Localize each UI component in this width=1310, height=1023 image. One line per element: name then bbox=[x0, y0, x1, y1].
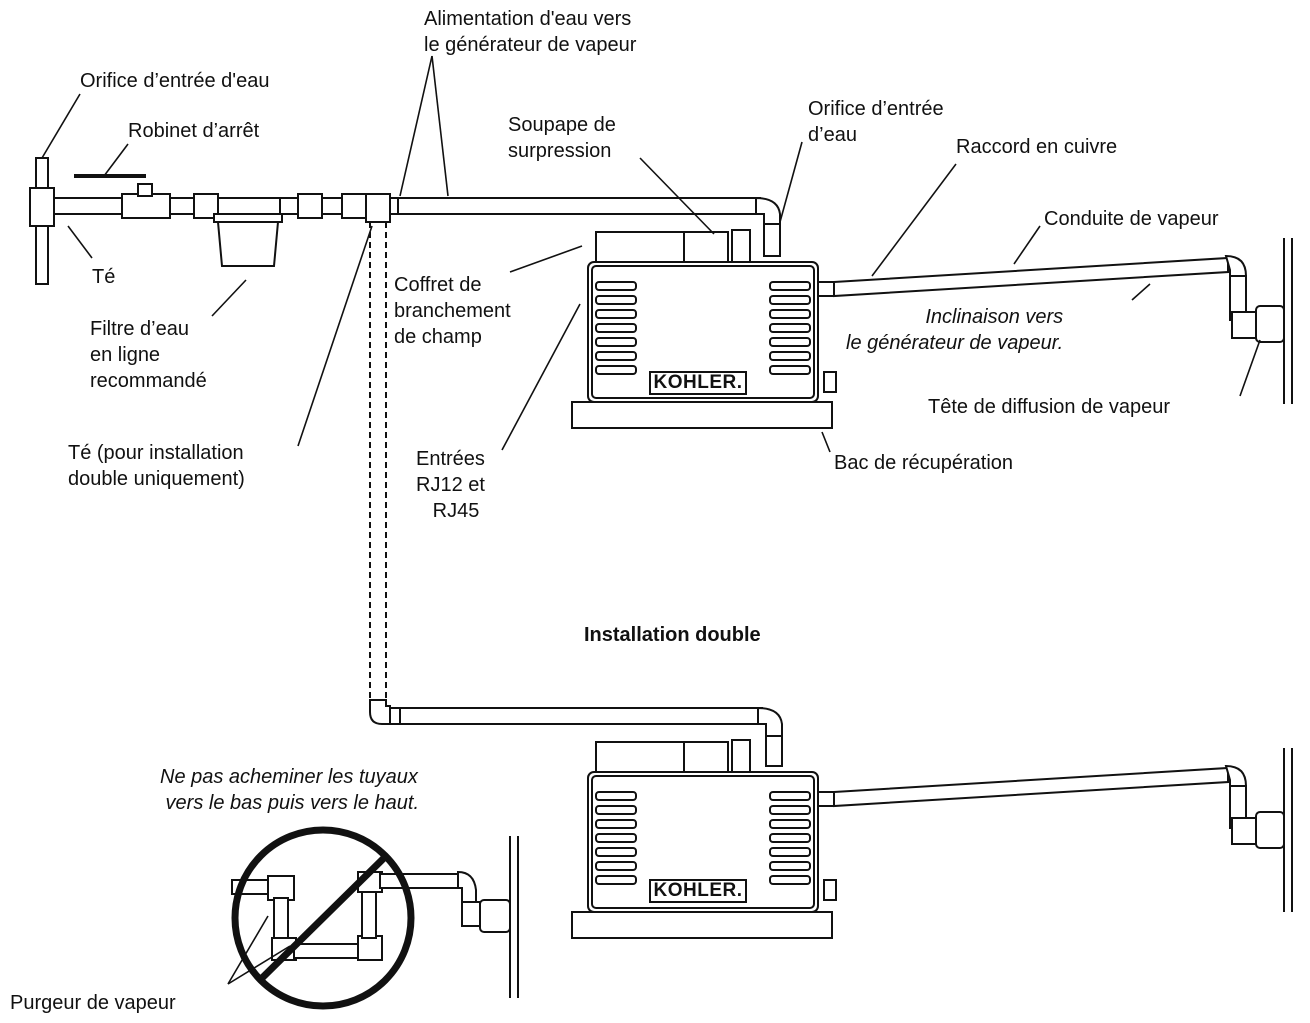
prohibited-routing bbox=[231, 836, 519, 998]
label-purgeur: Purgeur de vapeur bbox=[10, 992, 176, 1014]
brand-logo-lower: KOHLER. bbox=[653, 880, 743, 901]
label-entrees: Entrées RJ12 et RJ45 bbox=[416, 448, 485, 522]
leader-lines bbox=[41, 55, 1261, 985]
label-orifice-right: Orifice d’entrée d’eau bbox=[808, 98, 944, 146]
tee-fitting bbox=[365, 193, 391, 223]
lower-vents-left bbox=[595, 791, 637, 885]
label-te-double: Té (pour installation double uniquement) bbox=[68, 442, 245, 490]
label-orifice-left: Orifice d’entrée d'eau bbox=[80, 70, 270, 92]
upper-elbow bbox=[755, 196, 781, 257]
label-te: Té bbox=[92, 266, 116, 288]
shutoff-valve bbox=[74, 174, 153, 197]
label-installation-double: Installation double bbox=[584, 624, 761, 646]
lower-steam-line bbox=[833, 748, 1293, 912]
upper-generator bbox=[571, 229, 837, 429]
brand-logo-upper: KOHLER. bbox=[653, 372, 743, 393]
label-conduite: Conduite de vapeur bbox=[1044, 208, 1219, 230]
upper-vents-left bbox=[595, 281, 637, 375]
lower-supply-line bbox=[369, 699, 783, 767]
label-tete: Tête de diffusion de vapeur bbox=[928, 396, 1171, 418]
main-supply-line bbox=[53, 193, 761, 219]
dashed-riser bbox=[369, 222, 387, 700]
upper-steam-line bbox=[833, 238, 1293, 404]
label-bac: Bac de récupération bbox=[834, 452, 1014, 474]
label-coffret: Coffret de branchement de champ bbox=[394, 274, 511, 348]
label-robinet: Robinet d’arrêt bbox=[128, 120, 260, 142]
lower-generator bbox=[571, 739, 837, 939]
label-raccord: Raccord en cuivre bbox=[956, 136, 1118, 158]
label-soupape: Soupape de surpression bbox=[508, 114, 616, 162]
lower-vents-right bbox=[769, 791, 811, 885]
water-inlet-pipe bbox=[29, 157, 55, 285]
upper-vents-right bbox=[769, 281, 811, 375]
label-ne-pas: Ne pas acheminer les tuyaux vers le bas … bbox=[160, 766, 420, 814]
label-inclinaison: Inclinaison vers le générateur de vapeur… bbox=[846, 306, 1064, 354]
label-alimentation: Alimentation d'eau vers le générateur de… bbox=[424, 8, 637, 56]
inline-filter bbox=[213, 213, 283, 267]
prohibited-symbol bbox=[231, 826, 415, 1010]
label-filtre: Filtre d’eau en ligne recommandé bbox=[90, 318, 207, 392]
